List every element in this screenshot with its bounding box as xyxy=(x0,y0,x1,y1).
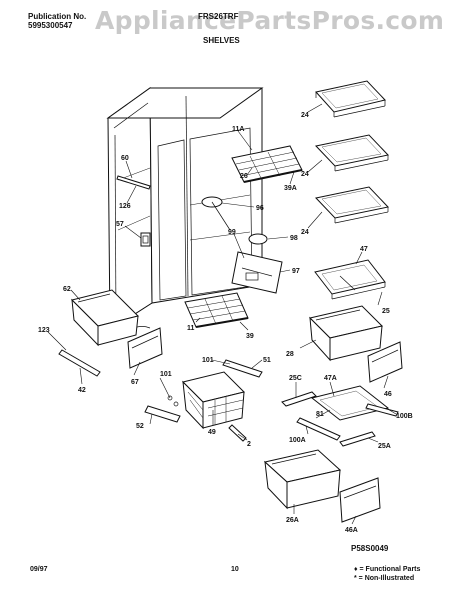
leader-lines xyxy=(47,103,397,525)
model-number: FRS26TRF xyxy=(198,12,239,21)
bar-51 xyxy=(222,359,263,378)
legend-functional-parts: ♦ = Functional Parts xyxy=(354,566,421,573)
front-67 xyxy=(127,327,163,369)
rail-2 xyxy=(228,424,247,442)
callout-101-lower: 101 xyxy=(160,371,172,378)
legend-non-illustrated: * = Non-Illustrated xyxy=(354,575,415,582)
callout-47: 47 xyxy=(360,246,368,253)
front-46A xyxy=(339,477,381,523)
callout-25: 25 xyxy=(382,308,390,315)
front-46 xyxy=(367,341,403,383)
callout-46A: 46A xyxy=(345,527,358,534)
callout-24-middle: 24 xyxy=(301,171,309,178)
callout-52: 52 xyxy=(136,423,144,430)
callout-100A: 100A xyxy=(289,437,306,444)
callout-51: 51 xyxy=(263,357,271,364)
callout-49: 49 xyxy=(208,429,216,436)
callout-99: 99 xyxy=(228,229,236,236)
callout-97: 97 xyxy=(292,268,300,275)
callout-47A: 47A xyxy=(324,375,337,382)
slide-52 xyxy=(144,395,181,423)
callout-2: 2 xyxy=(247,441,251,448)
callout-26A: 26A xyxy=(286,517,299,524)
crisper-pan-28 xyxy=(309,305,383,362)
callout-11A: 11A xyxy=(232,126,244,133)
watermark-text: AppliancePartsPros.com xyxy=(95,6,445,35)
crisper-cover-47 xyxy=(314,259,386,300)
rail-42 xyxy=(58,349,101,377)
callout-39A: 39A xyxy=(284,185,297,192)
callout-25C: 25C xyxy=(289,375,302,382)
callout-126: 126 xyxy=(119,203,131,210)
basket-49 xyxy=(182,371,245,430)
callout-39: 39 xyxy=(246,333,254,340)
callout-24-bottom: 24 xyxy=(301,229,309,236)
callout-67: 67 xyxy=(131,379,139,386)
footer-date: 09/97 xyxy=(30,566,48,573)
glass-shelf-24-top xyxy=(315,80,386,118)
pan-62 xyxy=(71,289,139,347)
callout-labels: 24 24 24 11A 26 39A 60 126 57 96 99 98 9… xyxy=(38,112,413,534)
callout-26: 26 xyxy=(240,173,248,180)
callout-60: 60 xyxy=(121,155,129,162)
callout-100B: 100B xyxy=(396,413,413,420)
callout-101-upper: 101 xyxy=(202,357,214,364)
callout-62: 62 xyxy=(63,286,71,293)
section-title: SHELVES xyxy=(203,36,240,45)
callout-25A: 25A xyxy=(378,443,391,450)
callout-98: 98 xyxy=(290,235,298,242)
callout-46: 46 xyxy=(384,391,392,398)
cabinet-drawing xyxy=(106,87,283,334)
crisper-cover-47A xyxy=(281,385,399,447)
publication-label: Publication No. xyxy=(28,12,87,21)
callout-96: 96 xyxy=(256,205,264,212)
callout-11: 11 xyxy=(187,325,195,332)
callout-123: 123 xyxy=(38,327,50,334)
callout-81: 81 xyxy=(316,411,324,418)
footer-page-number: 10 xyxy=(231,566,239,573)
wire-shelf-11A xyxy=(231,145,303,183)
glass-shelf-24-middle xyxy=(315,134,389,172)
pan-26A xyxy=(263,449,342,510)
callout-57: 57 xyxy=(116,221,124,228)
glass-shelf-24-bottom xyxy=(315,186,389,224)
wire-shelf-11 xyxy=(184,292,249,328)
callout-24-top: 24 xyxy=(301,112,309,119)
callout-42: 42 xyxy=(78,387,86,394)
publication-number: 5995300547 xyxy=(28,21,73,30)
callout-28: 28 xyxy=(286,351,294,358)
diagram-code: P58S0049 xyxy=(351,544,389,553)
